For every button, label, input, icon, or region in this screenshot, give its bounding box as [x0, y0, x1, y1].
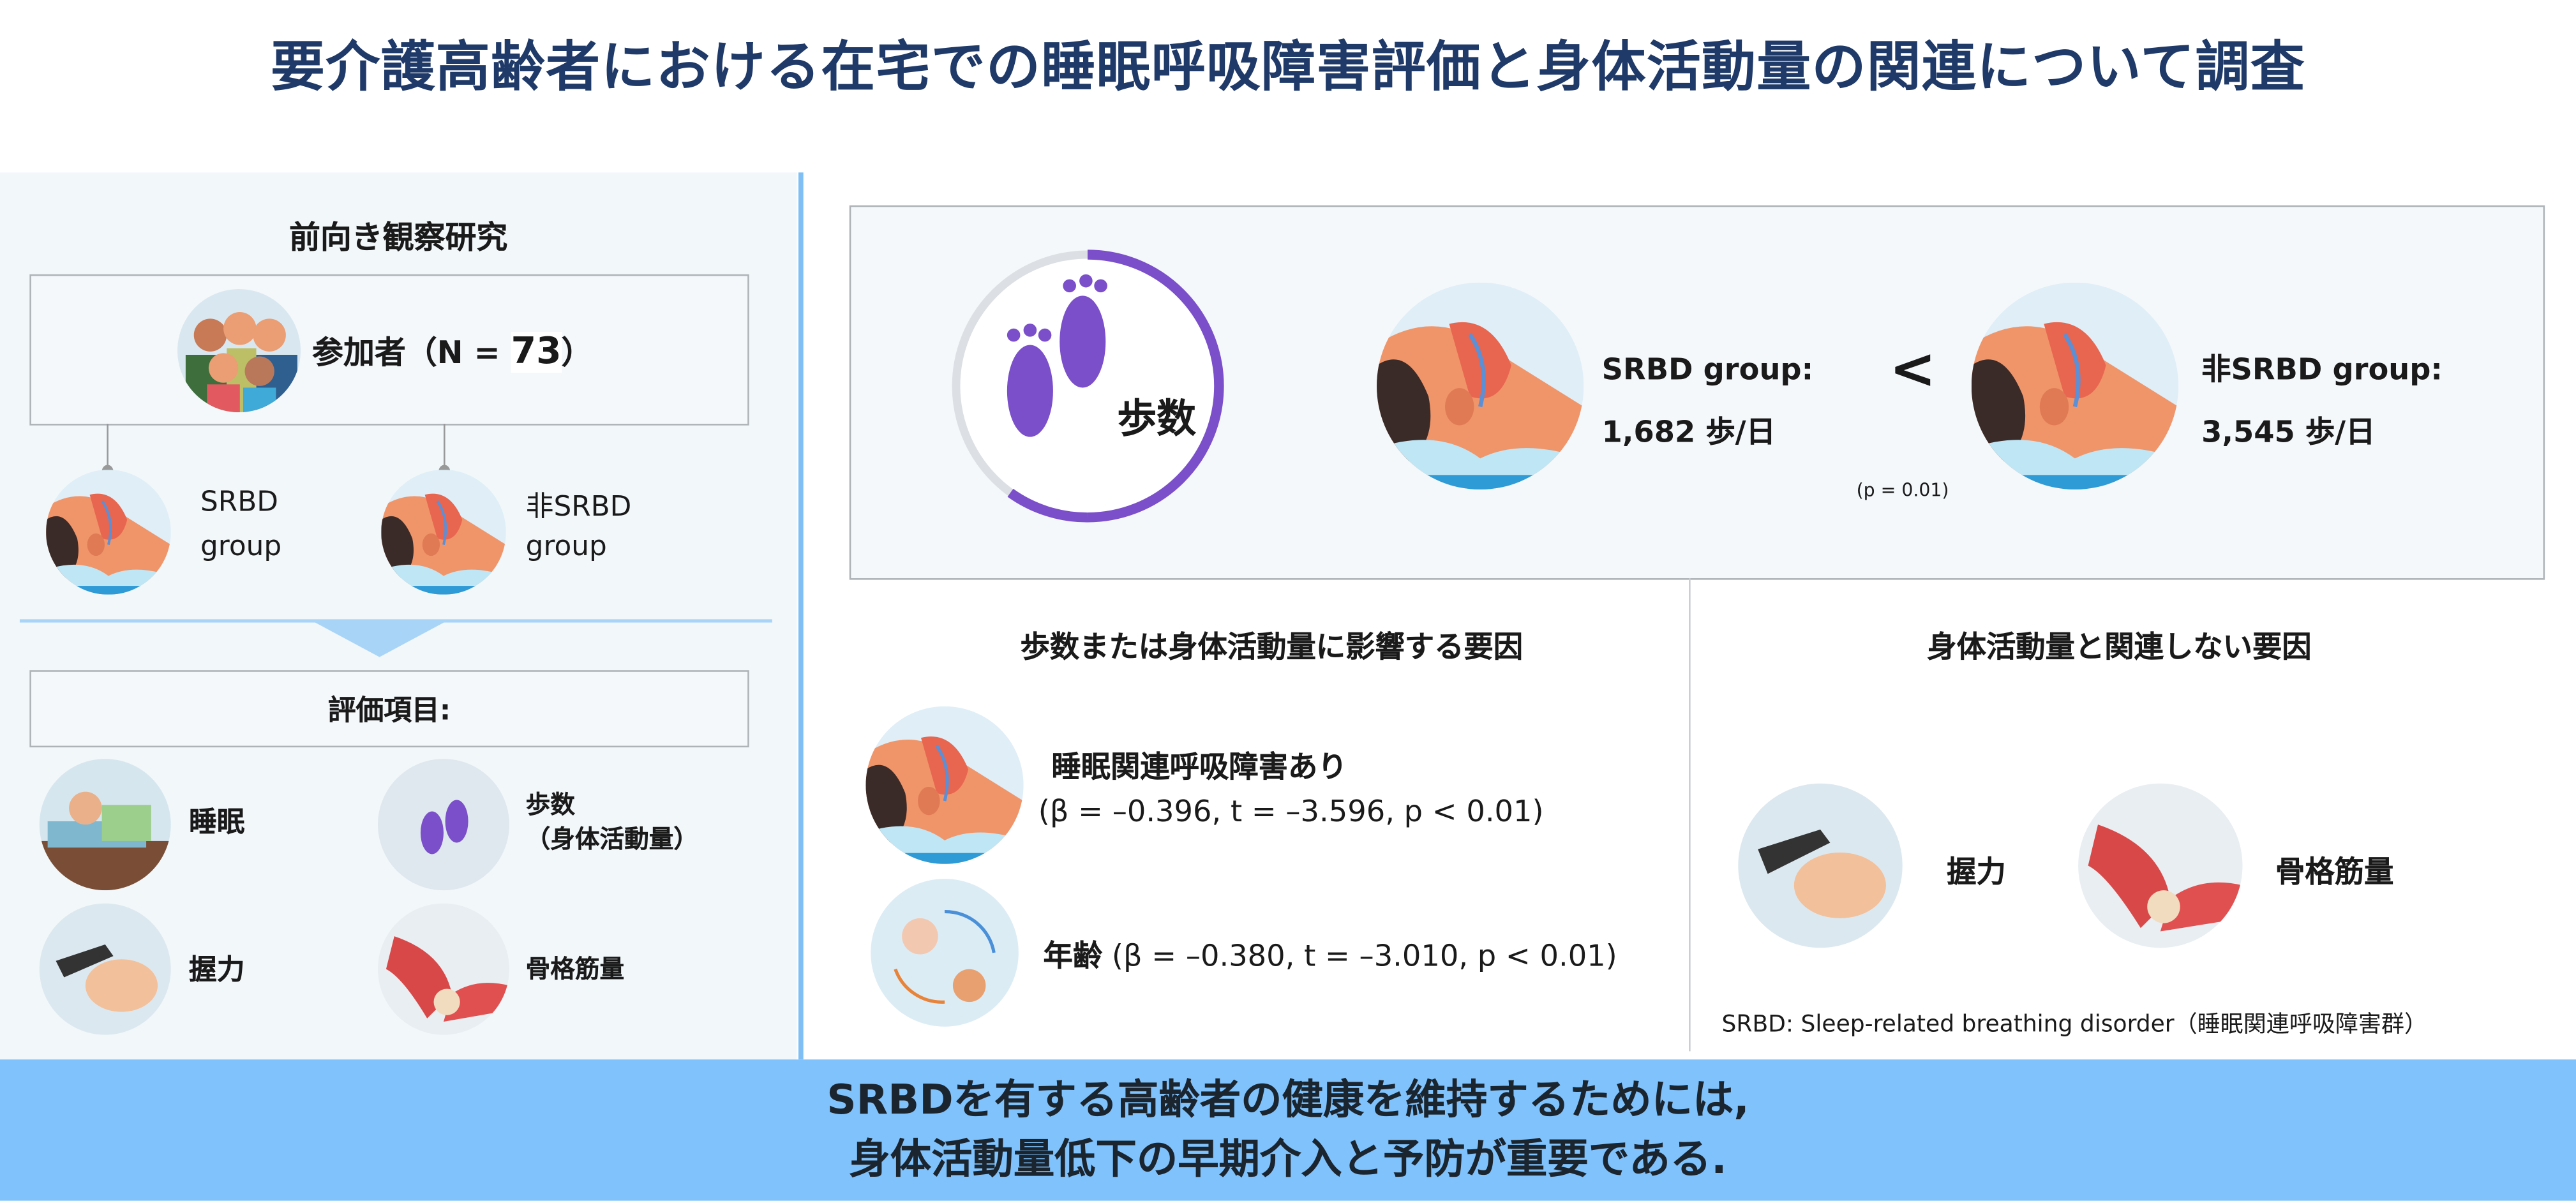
- factor-age-label: 年齢: [1043, 939, 1103, 974]
- eval-item-grip: 握力: [189, 954, 245, 987]
- participants-count: 73: [511, 331, 562, 373]
- elderly-group-icon: [177, 289, 301, 413]
- factor-age: 年齢 (β = –0.380, t = –3.010, p < 0.01): [1043, 933, 1617, 976]
- page-title: 要介護高齢者における在宅での睡眠呼吸障害評価と身体活動量の関連について調査: [271, 34, 2305, 99]
- factor-srbd-label: 睡眠関連呼吸障害あり: [1051, 750, 1347, 786]
- non-srbd-group-label: 非SRBD group: [526, 489, 632, 568]
- conclusion-banner: SRBDを有する高齢者の健康を維持するためには, 身体活動量低下の早期介入と予防…: [0, 1059, 2576, 1201]
- non-srbd-steps: 非SRBD group: 3,545 歩/日: [2201, 340, 2443, 465]
- srbd-factor-icon: [865, 706, 1023, 864]
- grip-strength-icon: [39, 903, 171, 1035]
- eval-item-sleep: 睡眠: [189, 806, 245, 840]
- participants-text: 参加者（N =: [312, 335, 511, 371]
- srbd-group-label: SRBD group: [200, 481, 281, 571]
- steps-label: 歩数: [1117, 396, 1196, 442]
- non-srbd-value: 3,545 歩/日: [2201, 415, 2376, 451]
- group-name: SRBD: [200, 486, 278, 519]
- srbd-name: SRBD group:: [1601, 353, 1814, 388]
- group-name: 非SRBD: [525, 491, 632, 525]
- factors-heading: 歩数または身体活動量に影響する要因: [1020, 630, 1524, 666]
- muscle-icon: [378, 903, 509, 1035]
- eval-item-steps: 歩数 （身体活動量）: [526, 789, 698, 858]
- p-value: (p = 0.01): [1856, 479, 1949, 502]
- participants-box: [29, 274, 749, 426]
- muscle-large-icon: [2078, 783, 2243, 948]
- evaluation-heading: 評価項目:: [327, 694, 451, 728]
- panel-divider: [798, 172, 804, 1060]
- srbd-steps: SRBD group: 1,682 歩/日: [1602, 340, 1813, 465]
- steps-label: 歩数: [525, 790, 575, 820]
- connector-line: [443, 424, 446, 468]
- footprints-small-icon: [378, 759, 509, 891]
- non-srbd-sleeper-icon: [381, 470, 506, 595]
- non-srbd-sleeper-large-icon: [1972, 283, 2178, 489]
- conclusion-line-1: SRBDを有する高齢者の健康を維持するためには,: [827, 1075, 1749, 1124]
- unrelated-grip: 握力: [1947, 856, 2006, 891]
- down-arrow-icon: [312, 620, 447, 657]
- steps-sublabel: （身体活動量）: [525, 824, 698, 854]
- evaluation-box: [29, 670, 749, 748]
- factors-divider: [1689, 578, 1691, 1052]
- factor-srbd-stats: (β = –0.396, t = –3.596, p < 0.01): [1038, 794, 1544, 830]
- factor-age-stats: (β = –0.380, t = –3.010, p < 0.01): [1111, 939, 1617, 974]
- non-srbd-name: 非SRBD group:: [2201, 353, 2443, 388]
- less-than-sign: <: [1889, 336, 1936, 403]
- footprints-progress-icon: [952, 250, 1224, 523]
- group-word: group: [525, 530, 607, 563]
- section-divider: [19, 619, 772, 623]
- group-word: group: [200, 530, 282, 564]
- srbd-value: 1,682 歩/日: [1601, 415, 1776, 451]
- participants-close: ）: [561, 335, 593, 371]
- connector-line: [107, 424, 109, 468]
- srbd-sleeper-large-icon: [1377, 283, 1584, 489]
- grip-strength-large-icon: [1738, 783, 1903, 948]
- srbd-sleeper-icon: [46, 470, 171, 595]
- sleep-icon: [39, 759, 171, 891]
- conclusion-line-2: 身体活動量低下の早期介入と予防が重要である.: [849, 1135, 1727, 1183]
- eval-item-muscle: 骨格筋量: [525, 954, 625, 984]
- study-type-heading: 前向き観察研究: [288, 220, 508, 257]
- age-icon: [871, 879, 1019, 1027]
- participants-label: 参加者（N = 73）: [312, 329, 592, 373]
- unrelated-muscle: 骨格筋量: [2275, 856, 2394, 891]
- unrelated-heading: 身体活動量と関連しない要因: [1927, 630, 2312, 666]
- footnote: SRBD: Sleep-related breathing disorder（睡…: [1721, 1011, 2428, 1038]
